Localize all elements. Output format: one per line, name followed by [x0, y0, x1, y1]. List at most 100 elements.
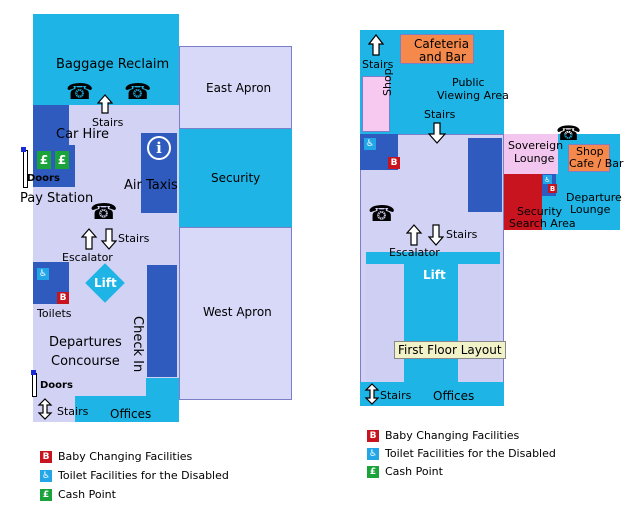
stairs-landing	[33, 396, 75, 422]
disabled-toilet-icon: ♿	[37, 268, 49, 280]
public-viewing-label-line2: Viewing Area	[437, 89, 509, 102]
security-search-area	[504, 174, 542, 230]
escalator-label: Escalator	[62, 251, 113, 264]
legend-disabled-toilet: ♿ Toilet Facilities for the Disabled	[367, 447, 556, 461]
stairs-esc-label: Stairs	[446, 228, 478, 241]
stairs-mid-label: Stairs	[118, 232, 150, 245]
baby-changing-icon: B	[367, 430, 379, 442]
stairs-top-label: Stairs	[362, 58, 394, 71]
first-floor-offices-corridor	[360, 382, 504, 406]
sovereign-label-line1: Sovereign	[508, 139, 564, 152]
legend-baby-changing-label: Baby Changing Facilities	[58, 450, 193, 463]
telephone-icon: ☎	[368, 202, 396, 227]
stairs-down-icon	[428, 122, 446, 144]
legend-baby-changing-label: Baby Changing Facilities	[385, 429, 520, 442]
escalator-label: Escalator	[389, 246, 440, 259]
lift-label: Lift	[423, 268, 446, 282]
cash-point-icon: £	[37, 151, 51, 169]
shop-label: Shop	[381, 68, 394, 96]
cash-point-icon: £	[55, 151, 69, 169]
telephone-icon: ☎	[66, 80, 94, 105]
stairs-up-down-icon	[406, 224, 444, 246]
departures-label-line2: Concourse	[51, 354, 120, 369]
car-hire-label: Car Hire	[56, 127, 109, 142]
legend-disabled-toilet-label: Toilet Facilities for the Disabled	[58, 469, 229, 482]
info-icon: i	[147, 136, 171, 160]
telephone-icon: ☎	[124, 80, 152, 105]
telephone-icon: ☎	[90, 200, 118, 225]
shop-cafe-label-line1: Shop	[576, 145, 604, 158]
stairs-bottom-icon	[37, 398, 53, 420]
public-viewing-label-line1: Public	[452, 76, 485, 89]
west-apron-area	[179, 227, 292, 400]
check-in-label: Check In	[130, 316, 145, 373]
cash-point-icon: £	[40, 489, 52, 501]
security-area	[179, 129, 292, 227]
first-floor-dark-block	[468, 138, 502, 164]
bottom-corridor	[75, 396, 179, 422]
disabled-toilet-icon: ♿	[364, 138, 376, 150]
stairs-bottom-label: Stairs	[57, 405, 89, 418]
doors-top-marker	[23, 150, 28, 188]
legend-baby-changing: B Baby Changing Facilities	[40, 450, 192, 464]
baby-changing-icon: B	[40, 451, 52, 463]
disabled-toilet-icon: ♿	[543, 175, 552, 184]
offices-label: Offices	[110, 407, 152, 421]
legend-disabled-toilet: ♿ Toilet Facilities for the Disabled	[40, 469, 229, 483]
baby-changing-icon: B	[388, 157, 400, 169]
lift-label: Lift	[94, 276, 117, 290]
offices-link	[146, 378, 179, 398]
legend-cash-point: £ Cash Point	[40, 488, 116, 502]
toilets-label: Toilets	[37, 307, 72, 320]
legend-baby-changing: B Baby Changing Facilities	[367, 429, 519, 443]
shop-area	[362, 76, 390, 132]
stairs-bottom-icon	[364, 383, 380, 405]
disabled-toilet-icon: ♿	[40, 470, 52, 482]
doors-bottom-label: Doors	[40, 380, 73, 391]
baggage-reclaim-label: Baggage Reclaim	[56, 57, 170, 72]
legend-cash-point: £ Cash Point	[367, 465, 443, 479]
stairs-bottom-label: Stairs	[380, 389, 412, 402]
first-floor-column	[366, 262, 404, 382]
departure-lounge-label-line1: Departure	[566, 191, 622, 204]
east-apron-area	[179, 46, 292, 129]
stairs-up-icon	[368, 34, 384, 56]
offices-label: Offices	[433, 389, 475, 403]
legend-cash-point-label: Cash Point	[58, 488, 116, 501]
stairs-mid-label: Stairs	[424, 108, 456, 121]
cafeteria-area	[400, 34, 474, 64]
stairs-up-down-icon	[81, 228, 117, 250]
doors-top-label: Doors	[27, 173, 60, 184]
up-arrow-icon	[97, 94, 113, 114]
cash-point-icon: £	[367, 466, 379, 478]
security-search-label-line1: Security	[517, 205, 563, 218]
doors-bottom-dot	[31, 370, 36, 375]
east-apron-label: East Apron	[206, 81, 272, 95]
sovereign-label-line2: Lounge	[514, 152, 555, 165]
disabled-toilet-icon: ♿	[367, 448, 379, 460]
baggage-reclaim-area	[33, 14, 179, 105]
sovereign-lounge-area-wide	[504, 134, 558, 174]
shop-cafe-label-line2: Cafe / Bar	[569, 157, 624, 170]
shop-cafe-bar-area	[568, 144, 610, 172]
baby-changing-icon: B	[548, 184, 557, 193]
doors-top-dot	[21, 147, 26, 152]
doors-bottom-marker	[32, 373, 37, 397]
security-search-label-line2: Search Area	[509, 217, 576, 230]
check-in-desk	[147, 265, 177, 377]
telephone-icon: ☎	[556, 121, 581, 145]
car-hire-block	[33, 105, 69, 145]
first-floor-mid-block	[468, 164, 502, 212]
first-floor-layout-title: First Floor Layout	[394, 341, 506, 359]
cafeteria-label-line2: and Bar	[419, 50, 466, 64]
baby-changing-icon: B	[57, 292, 69, 304]
air-taxis-label: Air Taxis	[124, 178, 178, 193]
pay-station-label: Pay Station	[20, 191, 94, 206]
first-floor-column	[458, 262, 500, 382]
legend-disabled-toilet-label: Toilet Facilities for the Disabled	[385, 447, 556, 460]
stairs-top-label: Stairs	[92, 116, 124, 129]
legend-cash-point-label: Cash Point	[385, 465, 443, 478]
west-apron-label: West Apron	[203, 305, 272, 319]
departures-label-line1: Departures	[49, 335, 122, 350]
cafeteria-label-line1: Cafeteria	[414, 37, 470, 51]
